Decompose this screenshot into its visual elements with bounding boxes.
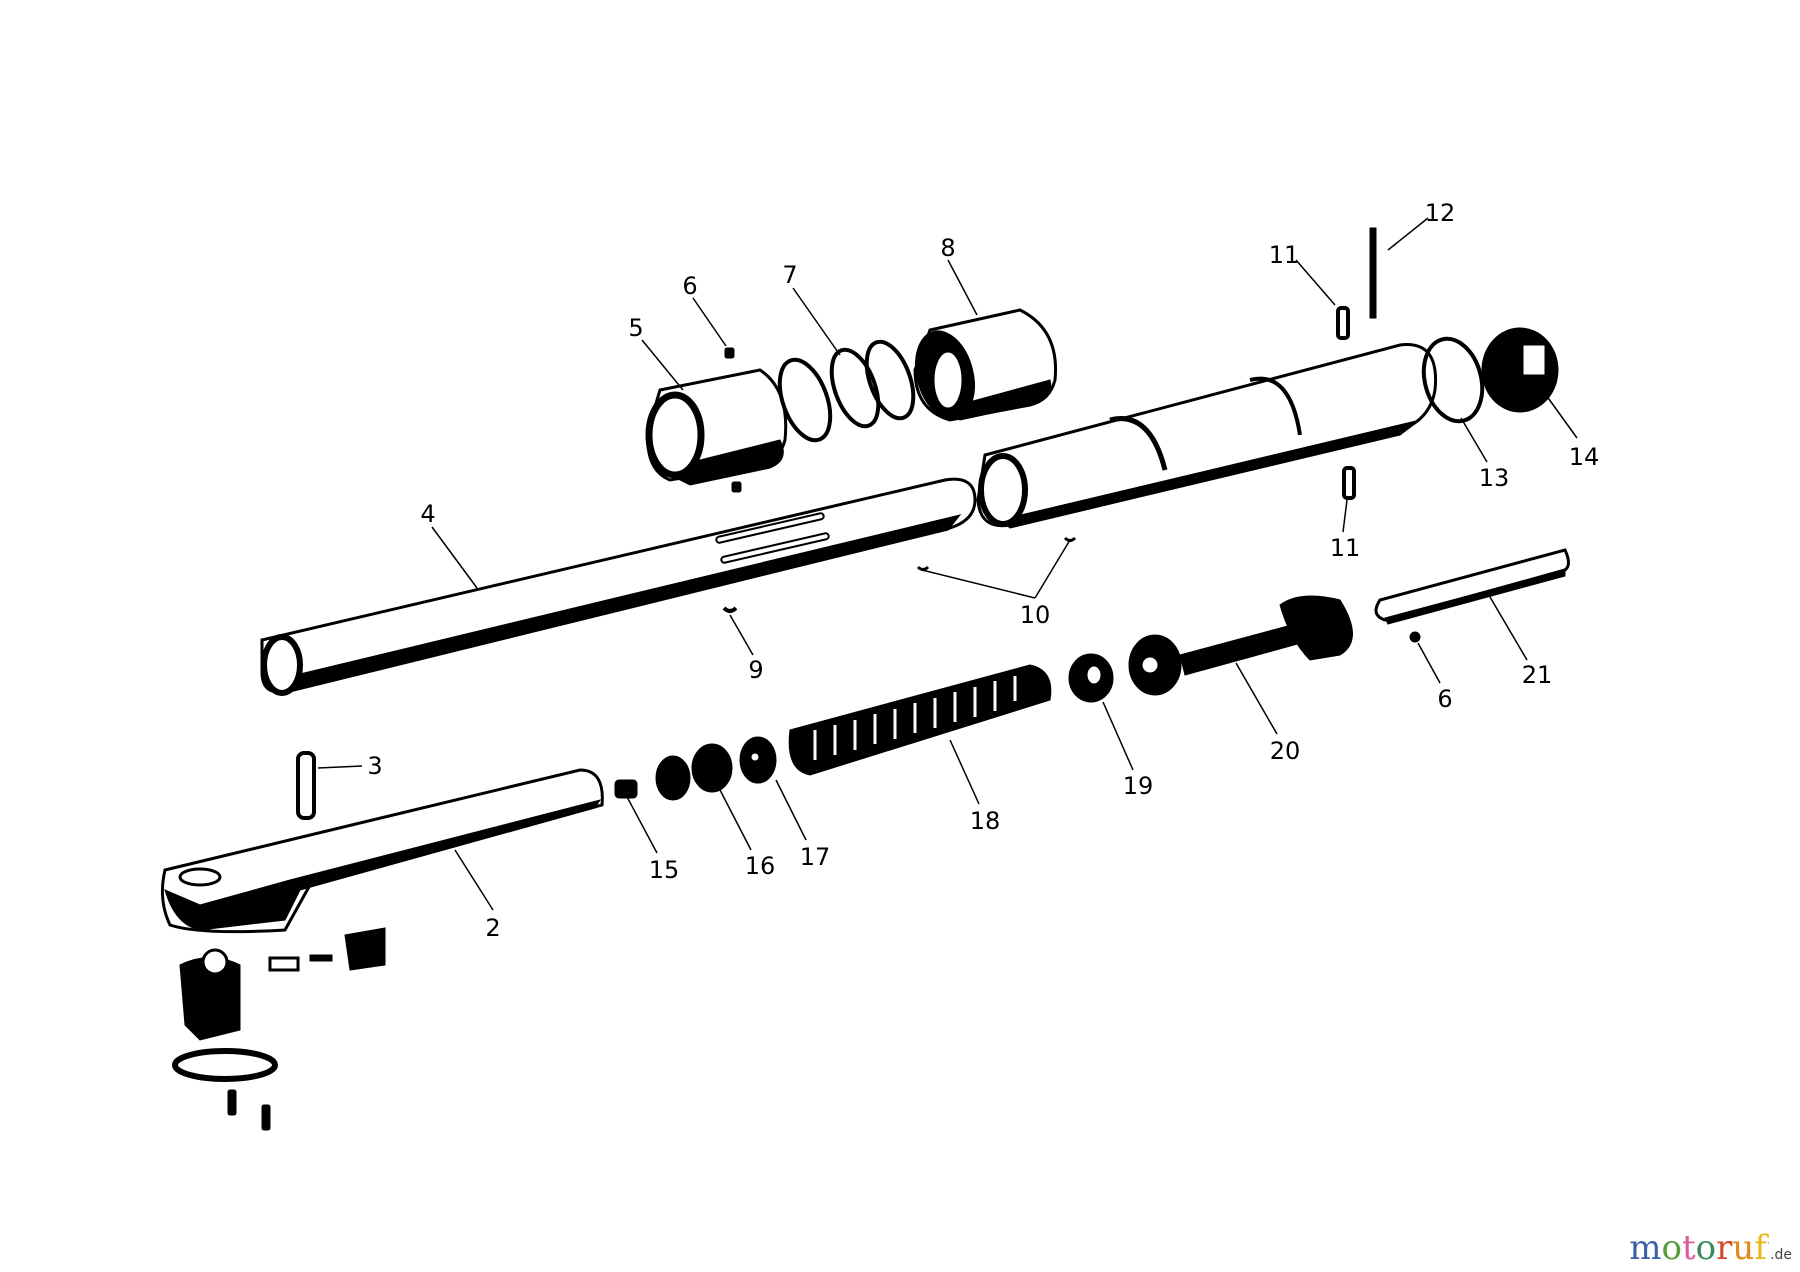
watermark-letter: u [1732,1228,1755,1268]
part-12-pin [1369,227,1377,319]
callout-part-14: 14 [1568,443,1600,471]
part-20-plunger [1128,595,1353,696]
callout-part-9: 9 [748,656,764,684]
part-13-ring [1421,336,1485,424]
callout-leader-lines [317,217,1578,911]
part-8-sleeve [913,308,1058,422]
watermark-tld: .de [1770,1247,1792,1263]
watermark-text: motoruf [1629,1228,1767,1268]
part-15-nut [614,779,638,799]
part-11-screw-top [1336,306,1350,340]
part-6-pin-b [1409,631,1421,643]
callout-part-15: 15 [648,856,680,884]
callout-part-21: 21 [1521,661,1553,689]
callout-part-7: 7 [782,261,798,289]
callout-part-6b: 6 [1437,685,1453,713]
watermark-dot: · [1766,1238,1771,1250]
part-4-housing [976,343,1438,529]
part-11-screw-bottom [1342,466,1356,500]
callout-part-11: 11 [1268,241,1300,269]
part-6-pin-lower [731,481,742,493]
watermark-letter: o [1695,1228,1717,1268]
callout-part-17: 17 [799,843,831,871]
part-4-outer-tube [260,477,977,696]
ratchet-head-parts [172,927,386,1131]
callout-part-4: 4 [420,500,436,528]
callout-part-16: 16 [744,852,776,880]
callout-part-8: 8 [940,234,956,262]
watermark-letter: r [1716,1228,1733,1268]
part-16-washer-b [691,743,733,793]
callout-part-3: 3 [367,752,383,780]
callout-part-6: 6 [682,272,698,300]
callout-part-20: 20 [1269,737,1301,765]
part-14-end-cap [1481,327,1559,413]
part-7-rings [777,339,916,443]
part-3-pin [296,751,316,820]
watermark-letter: f [1754,1228,1767,1268]
watermark-letter: m [1629,1228,1662,1268]
callout-part-2: 2 [485,914,501,942]
callout-part-19: 19 [1122,772,1154,800]
part-18-spring [788,664,1052,776]
callout-part-11b: 11 [1329,534,1361,562]
callout-part-12: 12 [1424,199,1456,227]
part-21-rod [1374,548,1570,625]
part-9-rivet [722,606,738,613]
callout-part-13: 13 [1478,464,1510,492]
callout-part-10: 10 [1019,601,1051,629]
part-16-washer [655,755,691,801]
watermark-letter: o [1661,1228,1682,1268]
callout-part-18: 18 [969,807,1001,835]
part-10-rivet-a [916,565,930,571]
part-2-ratchet-arm [160,768,604,934]
watermark-letter: t [1681,1228,1696,1268]
part-6-pin [724,347,735,359]
part-5-cap [645,368,788,486]
callout-part-5: 5 [628,314,644,342]
watermark-logo: motoruf·.de [1629,1228,1792,1268]
